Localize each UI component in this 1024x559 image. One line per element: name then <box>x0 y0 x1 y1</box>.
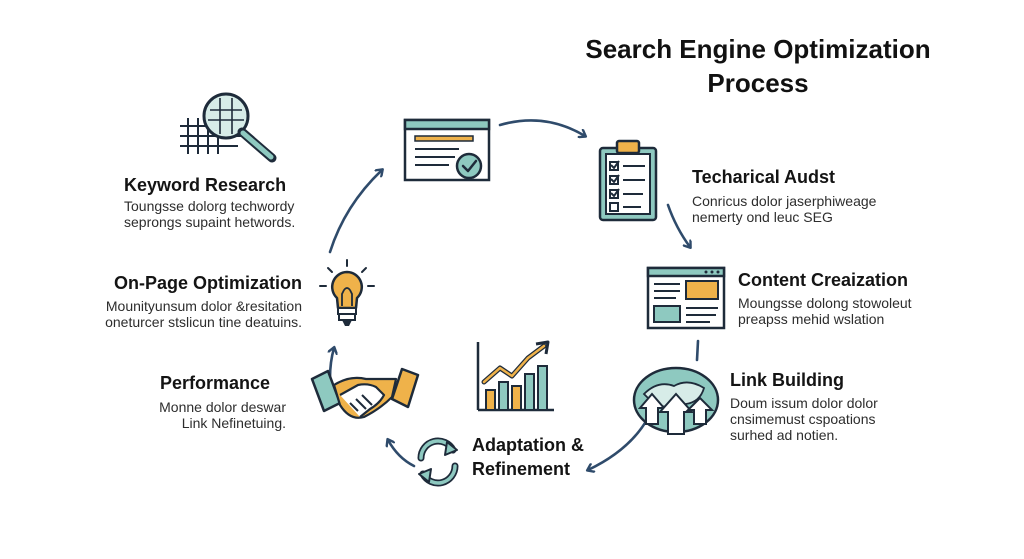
keyword-research-title: Keyword Research <box>124 175 287 195</box>
link-building-desc-3: surhed ad notien. <box>730 427 839 443</box>
keyword-research-desc-2: seprongs supaint hetwords. <box>124 214 296 230</box>
arrow-adapt-to-perf <box>388 440 416 468</box>
refresh-cycle-icon <box>417 437 459 487</box>
keyword-research-desc-1: Toungsse dolorg techwordy <box>124 198 295 214</box>
technical-audit-desc-2: nemerty ond leuc SEG <box>692 209 833 225</box>
page-title: Search Engine Optimization Process <box>585 34 931 98</box>
performance-title: Performance <box>160 373 271 393</box>
on-page-desc-2: oneturcer stslicun tine deatuins. <box>105 314 302 330</box>
technical-audit-desc-1: Conricus dolor jaserphiweage <box>692 193 877 209</box>
link-building-desc-2: cnsimemust cspoations <box>730 411 876 427</box>
link-building-desc-1: Doum issum dolor dolor <box>730 395 878 411</box>
on-page-desc-1: Mounityunsum dolor &resitation <box>105 298 302 314</box>
arrow-doc-to-audit <box>498 119 585 136</box>
clipboard-checklist-icon <box>598 139 658 222</box>
adaptation-title-1: Adaptation & <box>472 435 584 455</box>
technical-audit-title: Techarical Audst <box>692 167 836 187</box>
arrow-content-to-link <box>695 339 700 362</box>
handshake-icon <box>310 367 420 419</box>
magnifier-grid-icon <box>180 92 277 163</box>
document-check-icon <box>403 118 491 182</box>
link-building-title: Link Building <box>730 370 844 390</box>
performance-desc-2: Link Nefinetuing. <box>181 415 286 431</box>
on-page-title: On-Page Optimization <box>113 273 302 293</box>
lightbulb-icon <box>319 259 375 326</box>
content-creation-desc-1: Moungsse dolong stowoleut <box>738 295 912 311</box>
globe-arrows-icon <box>632 366 720 435</box>
growth-chart-icon <box>476 340 554 412</box>
web-layout-icon <box>646 266 726 330</box>
performance-desc-1: Monne dolor deswar <box>159 399 286 415</box>
arrow-link-to-adapt <box>588 416 650 470</box>
adaptation-title-2: Refinement <box>472 459 571 479</box>
content-creation-desc-2: preapss mehid wslation <box>738 311 885 327</box>
arrow-audit-to-content <box>666 203 690 247</box>
arrow-onpage-to-doc <box>328 170 382 254</box>
content-creation-title: Content Creaization <box>738 270 909 290</box>
